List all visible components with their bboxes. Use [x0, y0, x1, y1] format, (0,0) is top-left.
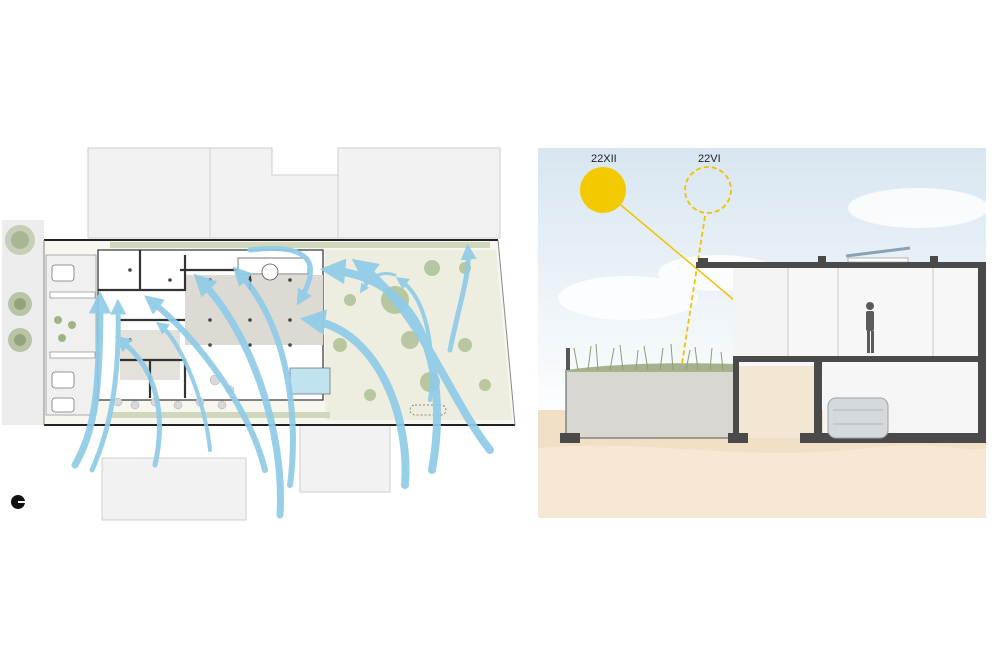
building-structure — [560, 246, 986, 443]
airflow-arrow-icon — [193, 273, 284, 519]
clouds — [558, 188, 986, 320]
airflow-arrow-icon — [247, 245, 313, 306]
pool — [289, 367, 331, 395]
airflow-arrow-icon — [144, 295, 268, 473]
carport — [45, 254, 97, 416]
airflow-arrow-icon — [232, 266, 296, 488]
car-icon — [51, 371, 75, 389]
hedge-border — [110, 242, 490, 418]
airflow-arrow-icon — [71, 291, 112, 469]
airflow-arrow-icon — [114, 336, 162, 468]
neighbor-buildings-top — [87, 147, 501, 239]
airflow-arrows — [71, 243, 494, 519]
building-section-diagram: 22XII 22VI — [538, 148, 986, 518]
north-indicator-icon — [11, 495, 26, 509]
neighbor-buildings-bottom — [101, 423, 391, 521]
sun-winter-icon — [580, 167, 626, 213]
airflow-arrow-icon — [89, 298, 127, 473]
car-icon — [51, 397, 75, 413]
car-icon — [51, 264, 75, 282]
street-trees — [5, 225, 35, 352]
airflow-arrow-icon — [359, 272, 397, 294]
sun-summer-icon — [684, 166, 732, 214]
airflow-arrow-icon — [447, 243, 477, 353]
airflow-arrow-icon — [395, 277, 434, 402]
site-plan-diagram — [2, 147, 516, 521]
sun-winter-label: 22XII — [591, 153, 617, 165]
airflow-arrow-icon — [155, 321, 212, 452]
sun-summer-label: 22VI — [698, 153, 721, 165]
airflow-arrow-icon — [299, 309, 410, 489]
green-roof — [565, 343, 737, 439]
sun-ray-summer — [680, 215, 706, 371]
person-figure — [866, 302, 874, 353]
